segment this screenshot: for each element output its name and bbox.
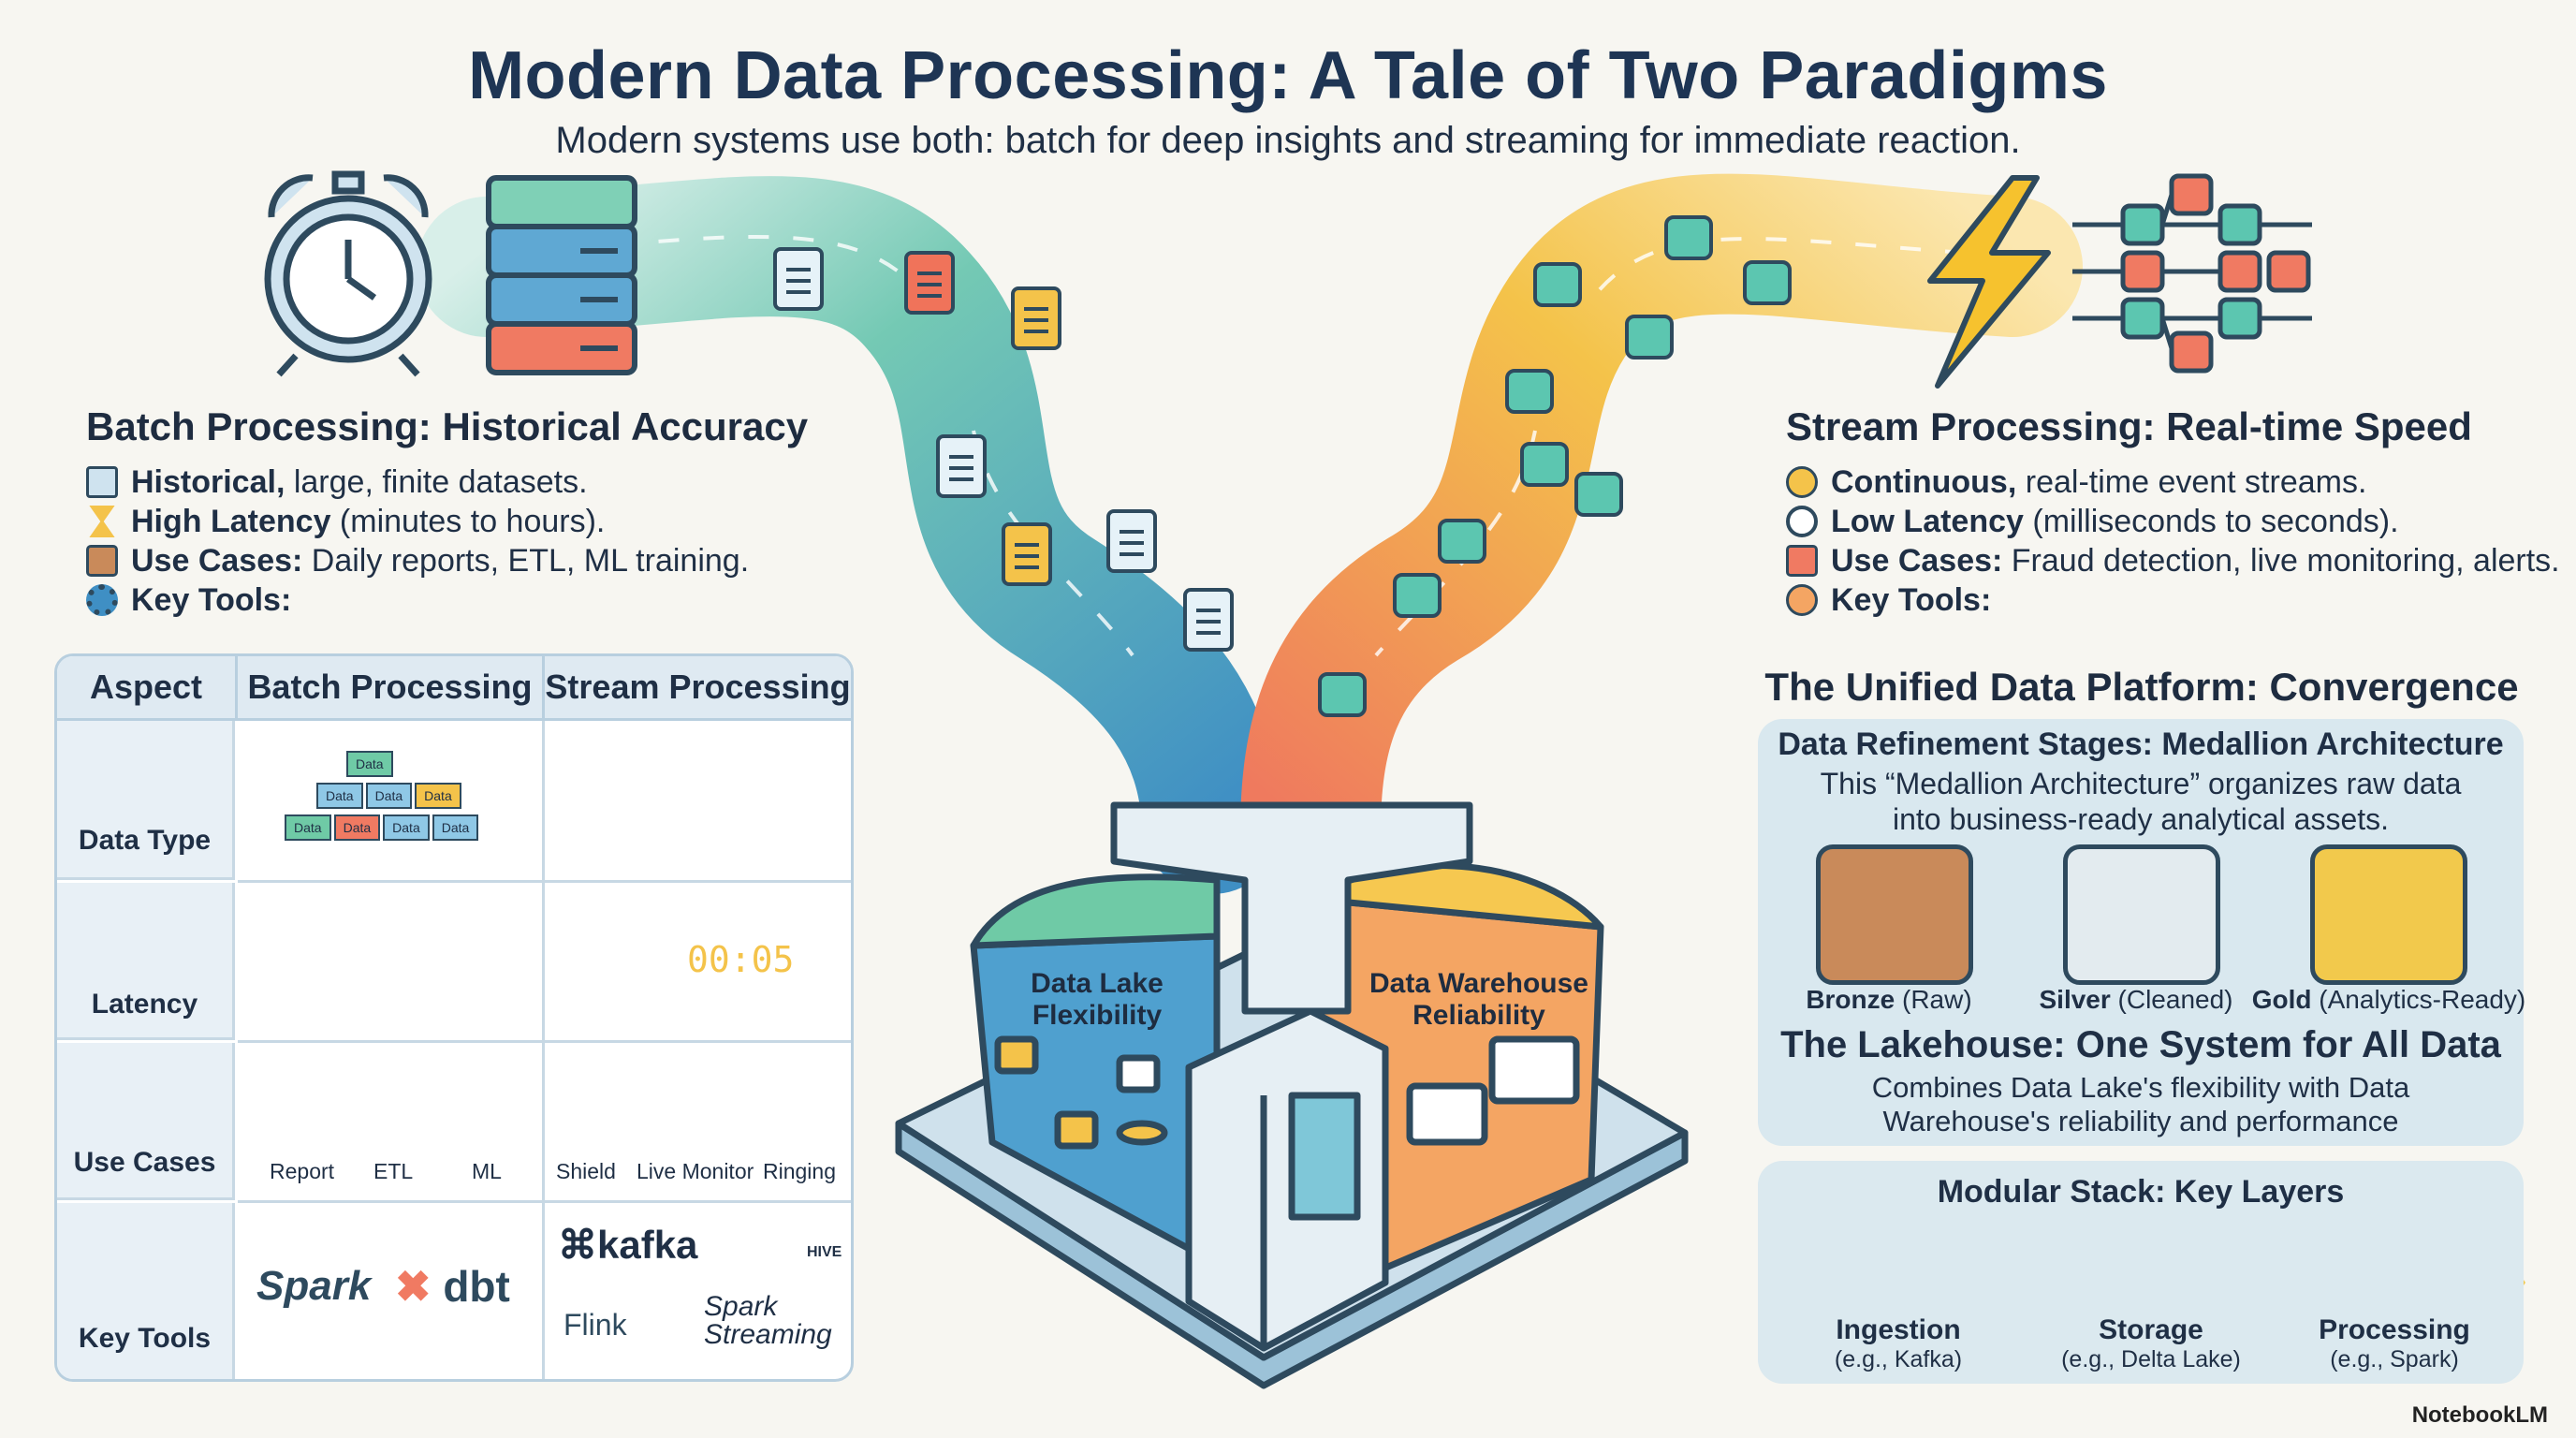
stream-use-cases-cell: Shield Live Monitor Ringing (545, 1043, 851, 1203)
lakehouse-building (895, 801, 1689, 1389)
page-title: Modern Data Processing: A Tale of Two Pa… (468, 38, 2108, 113)
batch-bullets: Historical, large, finite datasets. High… (86, 462, 749, 620)
aspect-label: Key Tools (78, 1323, 212, 1354)
stream-bullet-3: Use Cases: Fraud detection, live monitor… (1786, 541, 2560, 580)
data-block: Data (383, 814, 430, 841)
batch-bullet-2: High Latency (minutes to hours). (86, 502, 749, 541)
medallion-panel: Data Refinement Stages: Medallion Archit… (1758, 719, 2525, 1146)
report-label: Report (270, 1159, 335, 1183)
data-block: Data (415, 783, 461, 809)
aspect-label: Data Type (78, 825, 212, 856)
tools-icon (1786, 584, 1818, 616)
batch-use-cases-cell: Report ETL ML (238, 1043, 545, 1203)
dbt-logo: ✖ dbt (395, 1262, 510, 1311)
stream-latency-cell: 00:05 (545, 883, 851, 1043)
modular-stack-panel: Modular Stack: Key Layers Ingestion(e.g.… (1758, 1161, 2524, 1384)
flink-logo: Flink (564, 1308, 627, 1342)
table-row-latency: Latency (57, 883, 235, 1040)
stopwatch-icon (1786, 506, 1818, 537)
table-header-stream: Stream Processing (545, 656, 851, 721)
stream-bullet-1: Continuous, real-time event streams. (1786, 462, 2560, 502)
data-block: Data (333, 814, 381, 841)
stream-heading: Stream Processing: Real-time Speed (1786, 404, 2472, 448)
live-monitor-label: Live Monitor (637, 1159, 754, 1183)
silver-stage-image (2063, 844, 2220, 985)
table-row-data-type: Data Type (57, 721, 235, 880)
dbt-label: dbt (443, 1262, 510, 1311)
gold-stage-image (2310, 844, 2467, 985)
spark-logo: Spark (256, 1263, 372, 1309)
document-icon (86, 466, 118, 498)
medallion-description: This “Medallion Architecture” organizes … (1820, 767, 2462, 836)
stream-event-cubes (1318, 215, 1792, 717)
digital-clock-readout: 00:05 (687, 939, 795, 980)
modular-stack-title: Modular Stack: Key Layers (1937, 1174, 2345, 1210)
etl-label: ETL (373, 1159, 414, 1183)
batch-document-icons (773, 247, 1234, 652)
bronze-stage-image (1816, 844, 1973, 985)
batch-bullet-1: Historical, large, finite datasets. (86, 462, 749, 502)
event-network-icon (2072, 173, 2312, 374)
kafka-label: kafka (597, 1223, 698, 1267)
gold-label: Gold (Analytics-Ready) (2251, 985, 2526, 1014)
data-block: Data (285, 814, 331, 841)
alert-icon (1786, 545, 1818, 577)
processing-layer-label: Processing(e.g., Spark) (2319, 1314, 2470, 1372)
ingestion-layer-label: Ingestion(e.g., Kafka) (1834, 1314, 1963, 1372)
lightning-bolt-icon (1927, 175, 2051, 389)
unified-heading: The Unified Data Platform: Convergence (1764, 665, 2519, 709)
storage-layer-label: Storage(e.g., Delta Lake) (2061, 1314, 2241, 1372)
batch-bullet-3: Use Cases: Daily reports, ETL, ML traini… (86, 541, 749, 580)
batch-heading: Batch Processing: Historical Accuracy (86, 404, 809, 448)
shield-label: Shield (556, 1159, 616, 1183)
notebooklm-watermark: NotebookLM (2411, 1402, 2548, 1428)
comparison-table: Aspect Batch Processing Stream Processin… (54, 653, 854, 1382)
flow-icon (1786, 466, 1818, 498)
batch-data-type-cell: Data Data Data Data Data Data Data Data (238, 721, 545, 883)
data-block: Data (346, 751, 393, 777)
ringing-label: Ringing (763, 1159, 836, 1183)
medallion-title: Data Refinement Stages: Medallion Archit… (1778, 726, 2504, 762)
lakehouse-title: The Lakehouse: One System for All Data (1780, 1024, 2501, 1065)
table-header-batch: Batch Processing (238, 656, 545, 721)
alarm-clock-icon (264, 170, 432, 377)
kafka-logo: ⌘kafka (558, 1223, 698, 1267)
batch-latency-cell (238, 883, 545, 1043)
hourglass-icon (89, 506, 115, 537)
table-row-use-cases: Use Cases (57, 1043, 235, 1200)
data-block: Data (432, 814, 479, 841)
stream-bullet-2: Low Latency (milliseconds to seconds). (1786, 502, 2560, 541)
stream-bullets: Continuous, real-time event streams. Low… (1786, 462, 2560, 620)
batch-bullet-4: Key Tools: (86, 580, 749, 620)
stream-bullet-4: Key Tools: (1786, 580, 2560, 620)
briefcase-icon (86, 545, 118, 577)
batch-key-tools-cell: Spark ✖ dbt (238, 1203, 545, 1379)
bronze-label: Bronze (Raw) (1806, 985, 1972, 1014)
page-subtitle: Modern systems use both: batch for deep … (555, 120, 2021, 161)
gear-icon (86, 584, 118, 616)
data-block: Data (365, 783, 413, 809)
lakehouse-description: Combines Data Lake's flexibility with Da… (1871, 1071, 2410, 1137)
table-row-key-tools: Key Tools (57, 1203, 235, 1379)
aspect-label: Use Cases (73, 1147, 216, 1178)
hive-logo: HIVE (807, 1244, 842, 1260)
stream-data-type-cell (545, 721, 851, 883)
table-header-aspect: Aspect (57, 656, 238, 721)
aspect-label: Latency (91, 989, 198, 1020)
silver-label: Silver (Cleaned) (2039, 985, 2233, 1014)
data-block: Data (316, 783, 363, 809)
ml-label: ML (472, 1159, 502, 1183)
server-stack-icon (486, 175, 637, 375)
